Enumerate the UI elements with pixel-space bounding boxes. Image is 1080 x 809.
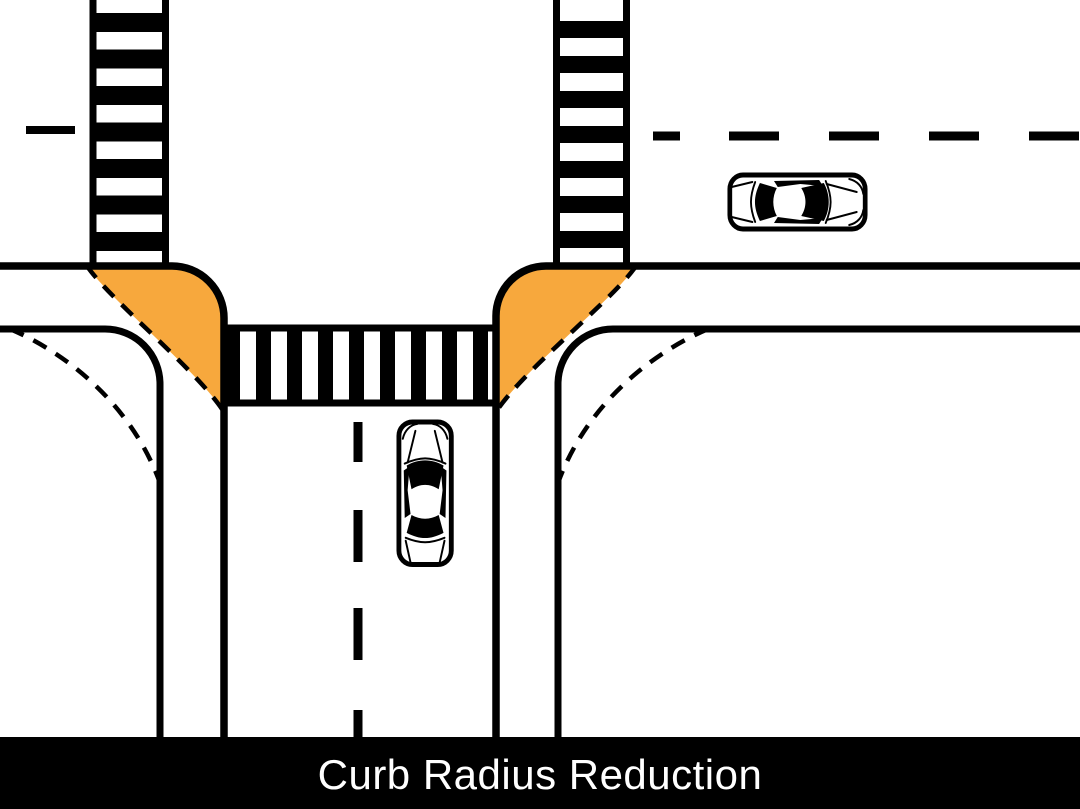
sidewalk-edge-southwest [0, 325, 164, 737]
old-sidewalk-dashed-southeast [555, 326, 709, 484]
curb-extension-east [496, 266, 636, 412]
sidewalk-edge-southeast [554, 325, 1080, 737]
new-curb-west [0, 262, 228, 737]
curb-extension-west [87, 266, 224, 412]
car-eastbound-icon [730, 175, 865, 229]
old-sidewalk-dashed-southwest [9, 326, 163, 484]
crosswalk-minor-street [225, 324, 496, 407]
new-curb-east [492, 262, 1080, 737]
crosswalk-west-approach [89, 0, 169, 266]
title-bar-background [0, 737, 1080, 809]
title-text: Curb Radius Reduction [318, 751, 763, 798]
car-northbound-icon [399, 422, 451, 565]
crosswalk-east-approach [553, 0, 630, 266]
title-bar: Curb Radius Reduction [0, 737, 1080, 809]
